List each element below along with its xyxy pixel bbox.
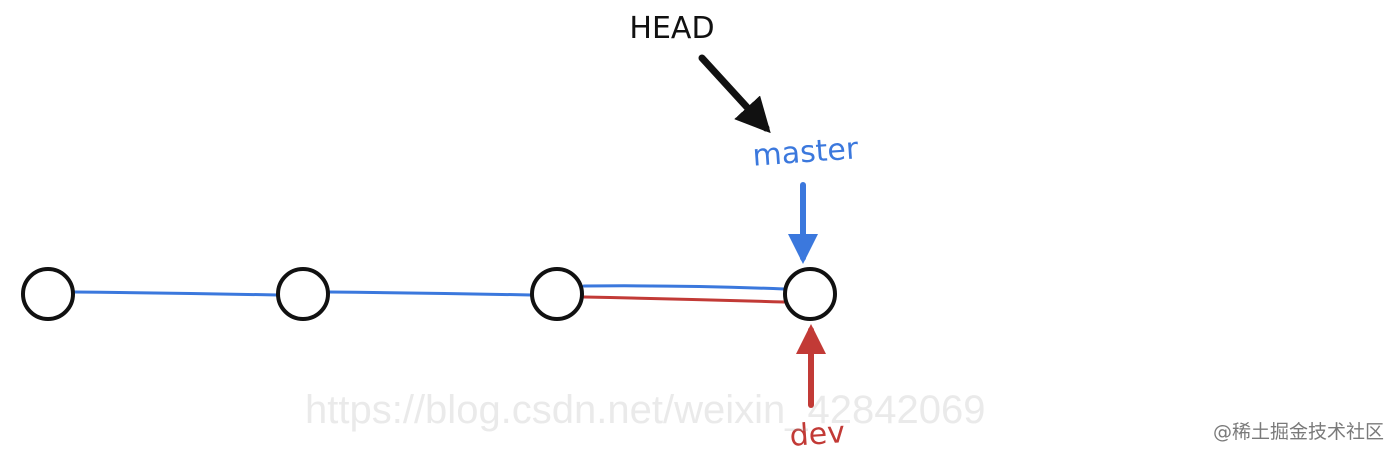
edge-c3-c4-master (582, 284, 786, 291)
commit-node (21, 267, 75, 321)
source-credit: @稀土掘金技术社区 (1212, 421, 1384, 443)
edge-c2-c3 (327, 290, 533, 297)
commit-node (783, 267, 837, 321)
dev-label: dev (789, 415, 847, 454)
head-arrow (698, 54, 771, 134)
master-label: master (751, 131, 860, 173)
edge-c3-c4-dev (582, 295, 786, 304)
edge-c1-c2 (72, 290, 280, 297)
commit-node (530, 267, 584, 321)
commit-node (276, 267, 330, 321)
head-label: HEAD (629, 11, 714, 46)
